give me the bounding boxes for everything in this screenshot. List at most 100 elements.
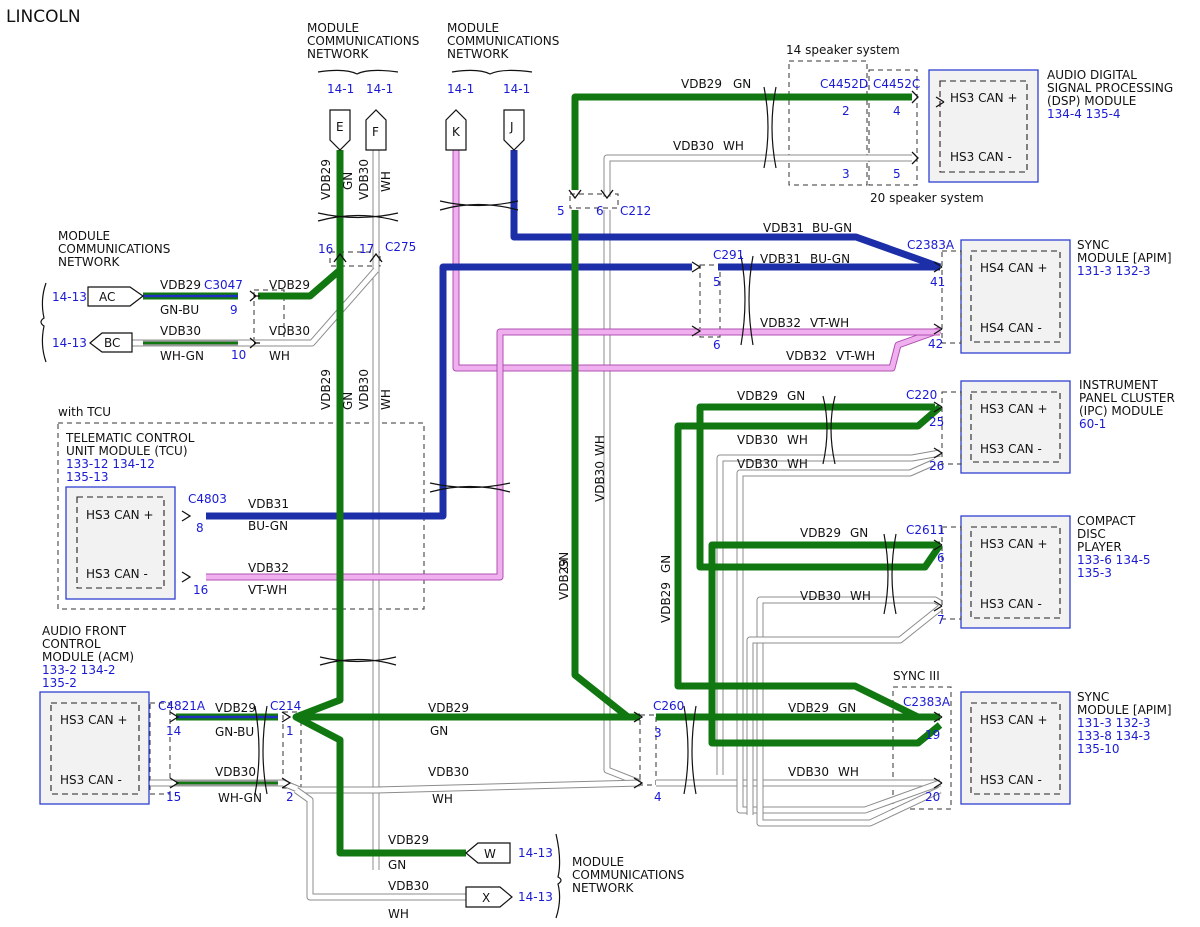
svg-text:133-8 134-3: 133-8 134-3	[1077, 729, 1151, 743]
network-label-left: MODULE COMMUNICATIONS NETWORK	[40, 229, 170, 363]
wires-blue	[206, 150, 942, 520]
brace	[451, 69, 533, 75]
svg-text:VDB30: VDB30	[673, 139, 714, 153]
svg-text:VDB30: VDB30	[388, 879, 429, 893]
svg-text:VDB29: VDB29	[428, 701, 469, 715]
svg-text:WH-GN: WH-GN	[218, 791, 262, 805]
svg-text:5: 5	[557, 204, 565, 218]
svg-text:PANEL CLUSTER: PANEL CLUSTER	[1079, 391, 1175, 405]
svg-text:VDB30: VDB30	[357, 159, 371, 200]
svg-text:16: 16	[318, 242, 333, 256]
svg-text:(DSP) MODULE: (DSP) MODULE	[1047, 94, 1136, 108]
svg-text:16: 16	[193, 583, 208, 597]
svg-text:GN: GN	[430, 724, 448, 738]
svg-text:WH-GN: WH-GN	[160, 349, 204, 363]
svg-text:26: 26	[929, 459, 944, 473]
svg-text:C220: C220	[906, 388, 937, 402]
svg-text:COMMUNICATIONS: COMMUNICATIONS	[572, 868, 684, 882]
pin-numbers: 16 17 9 10 5 6 2 3 4 5 41 5 6 42 25 26 6…	[166, 104, 945, 804]
svg-text:BU-GN: BU-GN	[812, 221, 852, 235]
svg-text:MODULE: MODULE	[58, 229, 110, 243]
flag-AC[interactable]: AC 14-13	[52, 286, 145, 307]
svg-text:WH: WH	[850, 589, 871, 603]
svg-text:VDB29: VDB29	[160, 278, 201, 292]
svg-text:CONTROL: CONTROL	[42, 637, 101, 651]
svg-text:SIGNAL PROCESSING: SIGNAL PROCESSING	[1047, 81, 1173, 95]
svg-text:135-3: 135-3	[1077, 566, 1112, 580]
svg-text:DISC: DISC	[1077, 527, 1106, 541]
svg-text:NETWORK: NETWORK	[447, 47, 510, 61]
svg-text:HS3 CAN +: HS3 CAN +	[980, 402, 1048, 416]
svg-text:14-13: 14-13	[52, 290, 87, 304]
svg-text:VDB29: VDB29	[681, 77, 722, 91]
dsp-refs: 134-4 135-4	[1047, 107, 1121, 121]
svg-text:NETWORK: NETWORK	[572, 881, 635, 895]
svg-text:C4452C: C4452C	[873, 77, 920, 91]
svg-text:WH: WH	[432, 792, 453, 806]
svg-text:HS3 CAN +: HS3 CAN +	[86, 508, 154, 522]
svg-text:X: X	[482, 891, 490, 905]
flag-K[interactable]: K 14-1	[445, 82, 474, 151]
svg-text:VDB30: VDB30	[215, 765, 256, 779]
svg-text:VDB29: VDB29	[800, 526, 841, 540]
svg-text:2: 2	[286, 790, 294, 804]
svg-text:C4821A: C4821A	[158, 699, 206, 713]
net-label-line-3: NETWORK	[307, 47, 370, 61]
svg-text:VDB29: VDB29	[269, 278, 310, 292]
dsp-module-box	[928, 69, 1039, 183]
svg-text:VDB30: VDB30	[593, 461, 607, 502]
svg-text:14-13: 14-13	[52, 336, 87, 350]
svg-text:131-3 132-3: 131-3 132-3	[1077, 264, 1151, 278]
svg-text:AUDIO FRONT: AUDIO FRONT	[42, 624, 127, 638]
svg-text:HS3 CAN -: HS3 CAN -	[980, 442, 1042, 456]
svg-text:VT-WH: VT-WH	[836, 349, 875, 363]
svg-text:VDB30: VDB30	[269, 324, 310, 338]
svg-text:6: 6	[713, 338, 721, 352]
svg-text:F: F	[372, 125, 379, 139]
svg-text:6: 6	[937, 551, 945, 565]
svg-text:VDB29: VDB29	[659, 582, 673, 623]
svg-text:VDB29: VDB29	[557, 559, 571, 600]
svg-text:VDB30: VDB30	[788, 765, 829, 779]
svg-text:VDB31: VDB31	[760, 252, 801, 266]
svg-text:GN: GN	[787, 389, 805, 403]
svg-text:VDB31: VDB31	[248, 497, 289, 511]
wire-labels: VDB29 GN VDB30 WH VDB29 GN VDB30 WH VDB2…	[160, 77, 875, 921]
svg-text:GN: GN	[838, 701, 856, 715]
flag-BC[interactable]: BC 14-13	[52, 332, 133, 353]
svg-text:VDB30: VDB30	[737, 457, 778, 471]
svg-text:C214: C214	[270, 699, 301, 713]
svg-text:131-3 132-3: 131-3 132-3	[1077, 716, 1151, 730]
svg-text:GN-BU: GN-BU	[215, 725, 254, 739]
svg-text:TELEMATIC CONTROL: TELEMATIC CONTROL	[65, 431, 195, 445]
wires-white	[132, 150, 943, 901]
svg-text:BU-GN: BU-GN	[248, 519, 288, 533]
net-label-line-1: MODULE	[307, 21, 359, 35]
svg-text:5: 5	[893, 167, 901, 181]
svg-text:HS4 CAN +: HS4 CAN +	[980, 261, 1048, 275]
svg-text:GN: GN	[850, 526, 868, 540]
svg-text:VDB32: VDB32	[248, 561, 289, 575]
svg-text:135-13: 135-13	[66, 470, 109, 484]
svg-text:6: 6	[596, 204, 604, 218]
svg-text:WH: WH	[787, 457, 808, 471]
svg-text:HS4 CAN -: HS4 CAN -	[980, 321, 1042, 335]
flag-X[interactable]: X 14-13	[465, 886, 553, 908]
flag-E[interactable]: E 14-1	[327, 82, 354, 151]
flag-F[interactable]: F 14-1	[365, 82, 393, 151]
svg-text:COMPACT: COMPACT	[1077, 514, 1136, 528]
flag-W[interactable]: W 14-13	[465, 842, 553, 864]
svg-text:HS3 CAN +: HS3 CAN +	[980, 537, 1048, 551]
svg-text:WH: WH	[838, 765, 859, 779]
flag-J[interactable]: J 14-1	[503, 82, 530, 151]
svg-text:VDB30: VDB30	[800, 589, 841, 603]
svg-text:WH: WH	[388, 907, 409, 921]
svg-text:J: J	[509, 120, 514, 134]
svg-text:VDB29: VDB29	[737, 389, 778, 403]
svg-text:C2383A: C2383A	[907, 238, 955, 252]
svg-text:C2611: C2611	[906, 523, 945, 537]
svg-text:PLAYER: PLAYER	[1077, 540, 1122, 554]
svg-text:8: 8	[196, 521, 204, 535]
svg-text:MODULE (ACM): MODULE (ACM)	[42, 650, 134, 664]
svg-text:E: E	[336, 120, 344, 134]
